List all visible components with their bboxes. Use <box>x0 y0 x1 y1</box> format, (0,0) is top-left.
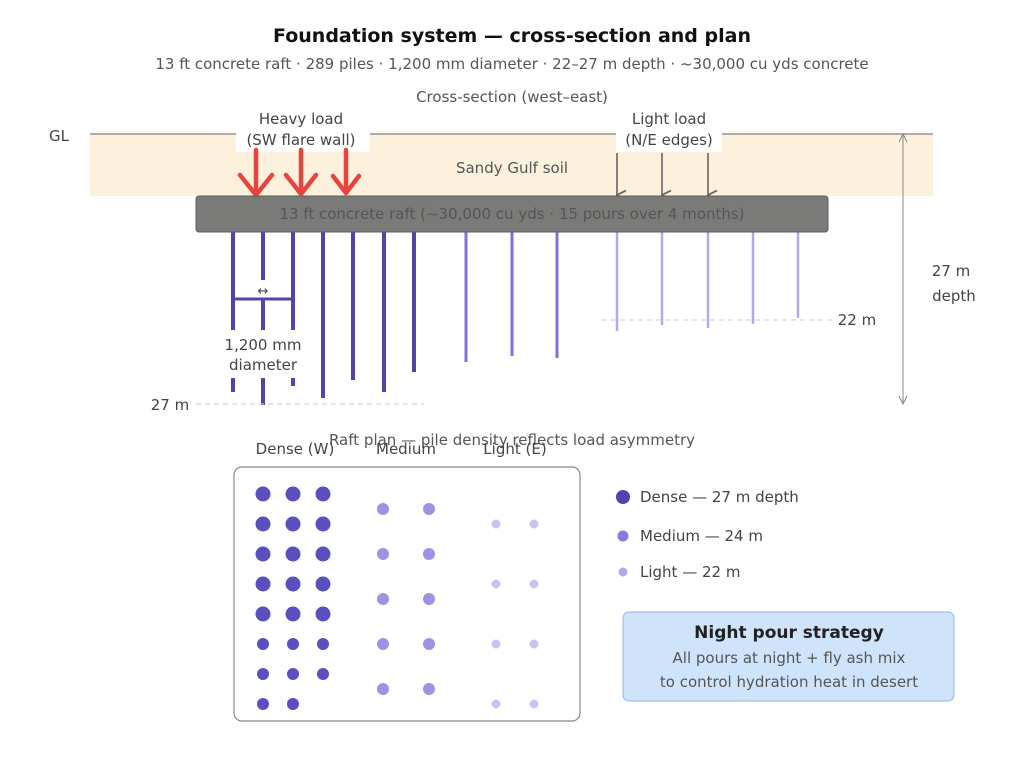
plan-pile-dot <box>529 699 539 709</box>
heavy-load-label: Heavy load <box>259 110 343 128</box>
plan-pile-dot <box>255 486 271 502</box>
concrete-raft <box>195 195 829 233</box>
plan-pile-dot <box>491 639 501 649</box>
page-subtitle: 13 ft concrete raft · 289 piles · 1,200 … <box>155 55 868 73</box>
heavy-load-sublabel: (SW flare wall) <box>246 131 355 149</box>
raft-label: 13 ft concrete raft (~30,000 cu yds · 15… <box>279 205 744 223</box>
plan-pile-dot <box>317 668 329 680</box>
ground-level-label: GL <box>49 127 70 145</box>
page-title: Foundation system — cross-section and pl… <box>273 25 751 47</box>
plan-column-medium: Medium <box>376 440 436 458</box>
diameter-label: 1,200 mm <box>225 336 302 354</box>
plan-pile-dot <box>255 546 271 562</box>
plan-pile-dot <box>377 503 389 515</box>
plan-pile-dot <box>529 639 539 649</box>
legend-label-medium: Medium — 24 m <box>640 527 763 545</box>
light-load-label-bg <box>616 106 722 152</box>
plan-pile-dot <box>491 519 501 529</box>
plan-pile-dot <box>315 516 331 532</box>
plan-pile-dot <box>285 576 301 592</box>
plan-piles <box>255 486 539 710</box>
plan-pile-dot <box>423 638 435 650</box>
soil-label: Sandy Gulf soil <box>456 159 568 177</box>
plan-pile-dot <box>491 699 501 709</box>
plan-pile-dot <box>377 683 389 695</box>
note-title: Night pour strategy <box>694 623 884 643</box>
section-heading: Cross-section (west–east) <box>416 88 608 106</box>
plan-pile-dot <box>257 698 269 710</box>
heavy-load-arrows <box>237 147 362 198</box>
legend-swatch-light <box>618 567 628 577</box>
plan-pile-dot <box>491 579 501 589</box>
plan-pile-dot <box>285 546 301 562</box>
diameter-label-bg <box>222 330 306 378</box>
legend-label-light: Light — 22 m <box>640 563 740 581</box>
plan-pile-dot <box>285 606 301 622</box>
light-load-label: Light load <box>632 110 706 128</box>
heavy-load-arrow <box>283 147 319 197</box>
raft-plan <box>233 466 581 722</box>
plan-pile-dot <box>529 519 539 529</box>
heavy-load-arrow <box>237 147 275 198</box>
plan-pile-dot <box>377 638 389 650</box>
plan-pile-dot <box>315 606 331 622</box>
plan-heading: Raft plan — pile density reflects load a… <box>329 431 695 449</box>
plan-pile-dot <box>315 546 331 562</box>
plan-pile-dot <box>255 516 271 532</box>
plan-pile-dot <box>255 576 271 592</box>
plan-column-dense: Dense (W) <box>256 440 335 458</box>
depth-22-label: 22 m <box>838 311 876 329</box>
diameter-arrow-bg <box>249 280 277 300</box>
plan-pile-dot <box>423 593 435 605</box>
legend-label-dense: Dense — 27 m depth <box>640 488 799 506</box>
plan-pile-dot <box>255 606 271 622</box>
plan-pile-dot <box>423 683 435 695</box>
plan-pile-dot <box>285 516 301 532</box>
plan-pile-dot <box>257 668 269 680</box>
heavy-load-label-bg <box>236 106 370 152</box>
piles-light <box>615 232 800 331</box>
plan-pile-dot <box>287 698 299 710</box>
plan-pile-dot <box>377 548 389 560</box>
total-depth-dimension <box>898 132 908 406</box>
plan-pile-dot <box>285 486 301 502</box>
plan-column-light: Light (E) <box>483 440 546 458</box>
piles-dense <box>231 232 416 405</box>
light-load-sublabel: (N/E edges) <box>625 131 713 149</box>
piles-medium <box>464 232 559 362</box>
diameter-label-line2: diameter <box>229 356 298 374</box>
legend-swatch-dense <box>616 490 630 504</box>
plan-pile-dot <box>287 638 299 650</box>
legend: Dense — 27 m depth Medium — 24 m Light —… <box>616 488 799 581</box>
soil-layer <box>90 134 933 196</box>
plan-pile-dot <box>377 593 389 605</box>
plan-pile-dot <box>287 668 299 680</box>
plan-pile-dot <box>257 638 269 650</box>
note-line-1: All pours at night + fly ash mix <box>673 649 906 667</box>
night-pour-note <box>622 611 955 702</box>
plan-pile-dot <box>423 503 435 515</box>
plan-pile-dot <box>315 486 331 502</box>
legend-swatch-medium <box>617 530 629 542</box>
plan-pile-dot <box>317 638 329 650</box>
heavy-load-arrow <box>330 147 362 196</box>
total-depth-label-line2: depth <box>932 287 976 305</box>
depth-27-label: 27 m <box>151 396 189 414</box>
diameter-arrow: ↔ <box>258 284 269 299</box>
light-load-arrows <box>617 153 708 195</box>
plan-pile-dot <box>423 548 435 560</box>
plan-pile-dot <box>315 576 331 592</box>
total-depth-label: 27 m <box>932 262 970 280</box>
note-line-2: to control hydration heat in desert <box>660 673 918 691</box>
plan-pile-dot <box>529 579 539 589</box>
